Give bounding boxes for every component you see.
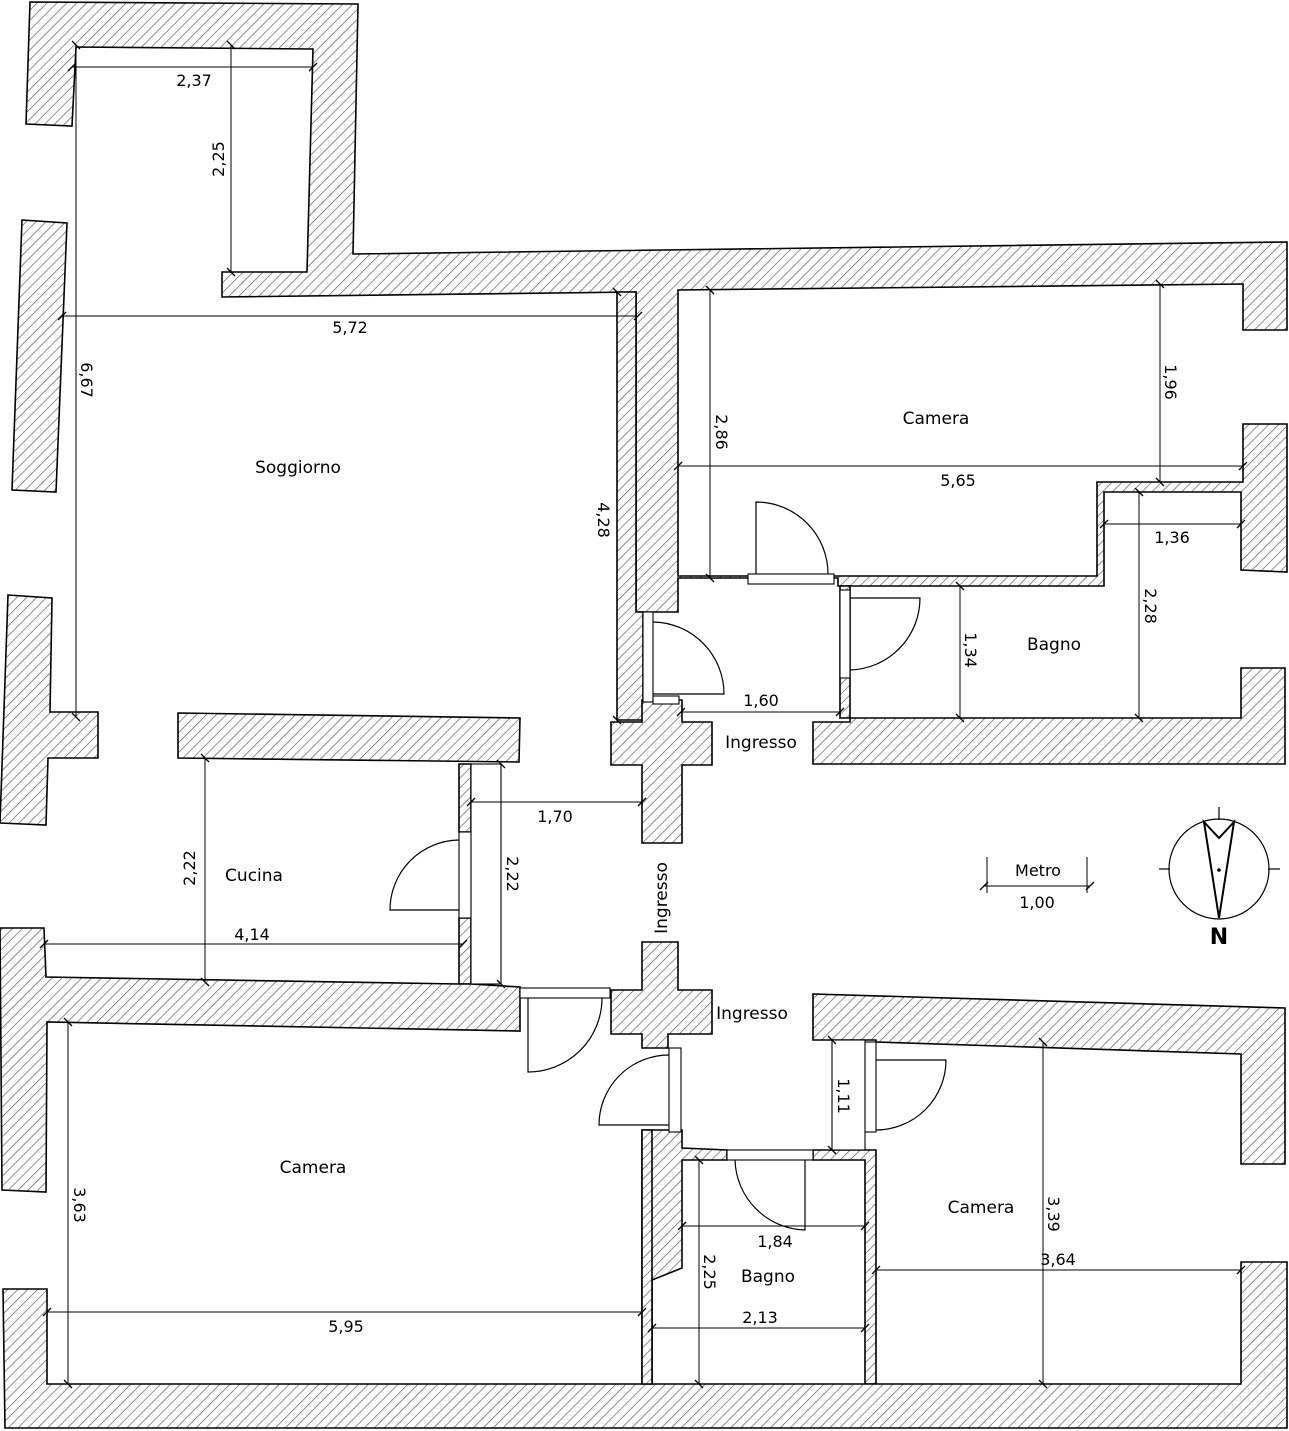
dimension-lines — [39, 40, 1248, 1389]
door-swing-ingresso-left — [652, 621, 725, 695]
dim-2-22-cucina: 2,22 — [180, 850, 199, 886]
room-soggiorno: Soggiorno — [255, 458, 341, 478]
door-swing-bagno-bottom — [734, 1159, 806, 1231]
doors — [389, 501, 947, 1231]
dim-1-60: 1,60 — [743, 691, 779, 710]
dim-5-72: 5,72 — [332, 318, 368, 337]
room-ingresso-bottom: Ingresso — [716, 1004, 788, 1024]
dim-4-28: 4,28 — [594, 502, 613, 538]
wall-camera-bagno-divider — [641, 1129, 653, 1385]
pillars — [610, 699, 713, 1049]
room-bagno-top: Bagno — [1027, 635, 1081, 655]
room-camera-bottom-right: Camera — [948, 1198, 1015, 1218]
dim-3-64: 3,64 — [1040, 1250, 1076, 1269]
wall-left-lower — [0, 927, 521, 1193]
door-frame-bagno-bottom — [726, 1149, 814, 1161]
door-frame-ingresso-bottom — [652, 695, 680, 705]
door-frame-bagno-top — [839, 589, 851, 679]
scale-value: 1,00 — [1019, 893, 1055, 912]
dim-2-22-corridor: 2,22 — [503, 856, 522, 892]
corridor-jamb-right — [831, 1039, 866, 1151]
dimension-labels: 2,37 2,25 5,72 6,67 4,28 2,86 1,96 5,65 … — [70, 71, 1190, 1336]
room-camera-bottom-left: Camera — [280, 1158, 347, 1178]
wall-cucina-top — [177, 712, 521, 763]
scale-label: Metro — [1015, 861, 1061, 880]
wall-left-upper — [11, 219, 68, 493]
wall-bagno-top — [812, 667, 1286, 765]
room-ingresso-top: Ingresso — [725, 733, 797, 753]
wall-top-left — [25, 1, 1288, 613]
door-frame-cucina — [458, 831, 472, 919]
room-camera-top: Camera — [903, 409, 970, 429]
door-frame-ingresso-left — [642, 611, 654, 703]
corridor-jamb-left — [470, 763, 502, 985]
door-swing-camera-bl — [527, 997, 603, 1073]
dim-2-13: 2,13 — [742, 1308, 778, 1327]
door-swing-camera-top — [755, 501, 829, 575]
dim-3-63: 3,63 — [70, 1187, 89, 1223]
pillar-lower — [610, 941, 713, 1049]
door-swing-ingresso-low — [598, 1054, 670, 1126]
dim-2-37: 2,37 — [176, 71, 212, 90]
door-frame-ingresso-low — [668, 1047, 682, 1133]
dim-5-95: 5,95 — [328, 1317, 364, 1336]
door-frame-camera-bl — [519, 987, 611, 999]
dim-1-36: 1,36 — [1154, 528, 1190, 547]
door-frame-camera-br — [864, 1041, 877, 1133]
north-arrow-icon: N — [1159, 807, 1280, 950]
wall-bottom — [2, 1261, 1288, 1429]
wall-bagno-bottom-divider — [812, 1149, 877, 1385]
dim-3-39: 3,39 — [1044, 1196, 1063, 1232]
dim-2-25-bagno: 2,25 — [700, 1254, 719, 1290]
wall-right-lower — [812, 993, 1286, 1165]
room-labels: Soggiorno Camera Bagno Ingresso Cucina I… — [225, 409, 1081, 1287]
dim-2-28: 2,28 — [1141, 588, 1160, 624]
dim-6-67: 6,67 — [77, 362, 96, 398]
dim-1-84: 1,84 — [757, 1232, 793, 1251]
dim-5-65: 5,65 — [940, 471, 976, 490]
dim-4-14: 4,14 — [234, 925, 270, 944]
door-frame-camera-top — [747, 573, 835, 585]
dim-1-34: 1,34 — [961, 632, 980, 668]
door-swing-camera-br — [875, 1059, 947, 1131]
dim-1-96: 1,96 — [1161, 364, 1180, 400]
dim-2-25-top: 2,25 — [209, 141, 228, 177]
door-swing-bagno-top — [849, 597, 921, 671]
wall-corridor-left-stub — [458, 763, 472, 833]
dim-2-86: 2,86 — [712, 414, 731, 450]
scale-bar: Metro 1,00 — [979, 857, 1095, 912]
room-ingresso-mid: Ingresso — [652, 862, 672, 934]
pillar-upper — [610, 699, 713, 844]
room-bagno-bottom: Bagno — [741, 1267, 795, 1287]
wall-corridor-left-stub2 — [458, 917, 472, 985]
dim-1-11: 1,11 — [834, 1078, 853, 1114]
door-swing-cucina — [389, 839, 460, 911]
room-cucina: Cucina — [225, 866, 283, 886]
north-label: N — [1210, 925, 1228, 950]
dim-1-70: 1,70 — [537, 807, 573, 826]
wall-left-middle — [0, 594, 99, 826]
